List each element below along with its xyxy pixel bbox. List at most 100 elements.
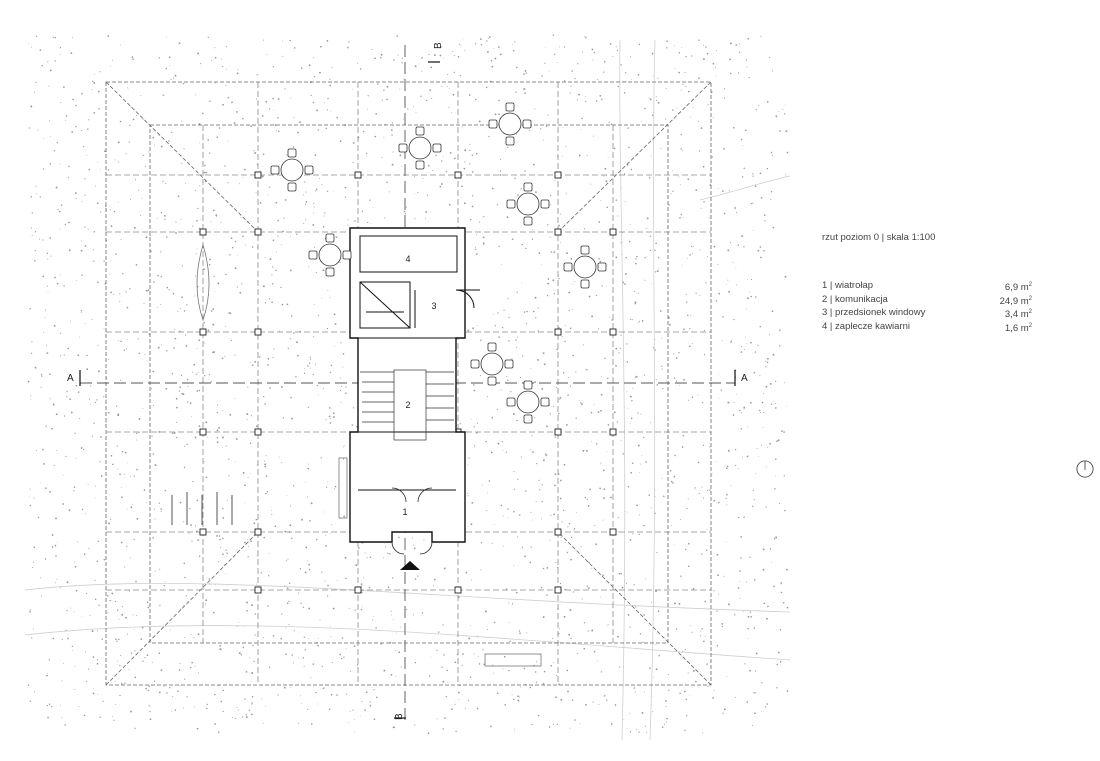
speckle [345,392,347,394]
speckle [414,578,417,580]
speckle [315,538,318,541]
speckle [306,560,308,562]
speckle [145,289,148,292]
speckle [746,701,749,703]
speckle [281,303,284,306]
column [554,528,562,536]
speckle [655,644,657,646]
speckle [142,118,144,120]
speckle [500,158,502,160]
speckle [286,154,288,156]
speckle [392,726,395,729]
speckle [727,249,730,252]
speckle [310,723,313,725]
cafe-table-set [470,342,514,386]
speckle [780,582,782,585]
speckle [237,709,239,711]
section-label-b-bottom: B [394,713,405,720]
speckle [42,168,45,170]
speckle [278,456,280,458]
speckle [665,88,667,90]
speckle [80,312,82,314]
speckle [423,539,425,541]
speckle [166,350,168,352]
speckle [770,151,773,154]
speckle [747,615,750,618]
speckle [281,244,282,246]
speckle [126,339,128,341]
speckle [73,486,76,488]
speckle [553,53,556,55]
column [254,586,262,594]
speckle [255,152,257,153]
speckle [127,87,129,89]
speckle [209,258,211,261]
core-walls [349,227,466,543]
speckle [558,327,560,329]
speckle [749,611,752,613]
speckle [323,215,325,217]
speckle [780,581,782,583]
speckle [110,454,113,457]
speckle [227,96,230,99]
speckle [354,220,356,222]
speckle [384,546,387,548]
speckle [715,300,718,302]
speckle [732,414,735,416]
speckle [329,78,331,80]
speckle [563,80,566,82]
speckle [207,436,209,438]
speckle [534,296,537,299]
speckle [652,711,654,713]
speckle [740,351,743,353]
speckle [624,201,626,202]
speckle [534,417,536,419]
speckle [217,731,220,734]
speckle [668,316,670,319]
speckle [569,327,572,330]
speckle [305,218,307,220]
speckle [464,49,466,51]
speckle [163,584,166,587]
speckle [150,250,152,252]
speckle [523,88,526,90]
speckle [341,385,343,387]
speckle [329,418,331,420]
speckle [603,71,605,73]
speckle [491,542,493,544]
speckle [92,692,95,695]
speckle [682,434,685,437]
speckle [473,426,475,428]
speckle [76,541,78,543]
speckle [399,88,401,90]
speckle [729,72,732,75]
speckle [269,186,271,188]
speckle [690,314,692,316]
speckle [492,664,494,666]
speckle [752,202,754,204]
speckle [144,354,146,356]
speckle [661,368,663,370]
speckle [552,723,555,725]
speckle [569,92,571,94]
speckle [212,323,215,326]
speckle [192,480,194,483]
speckle [689,327,691,330]
speckle [72,650,73,651]
speckle [262,637,264,639]
speckle [452,51,454,52]
speckle [77,391,80,393]
speckle [636,255,638,258]
speckle [681,89,682,91]
speckle [540,586,543,589]
speckle [65,119,67,121]
speckle [180,374,183,376]
speckle [519,632,521,635]
speckle [739,409,741,412]
speckle [218,127,221,129]
speckle [41,595,43,597]
speckle [321,298,323,299]
speckle [630,223,631,225]
speckle [185,595,187,597]
speckle [751,505,754,508]
